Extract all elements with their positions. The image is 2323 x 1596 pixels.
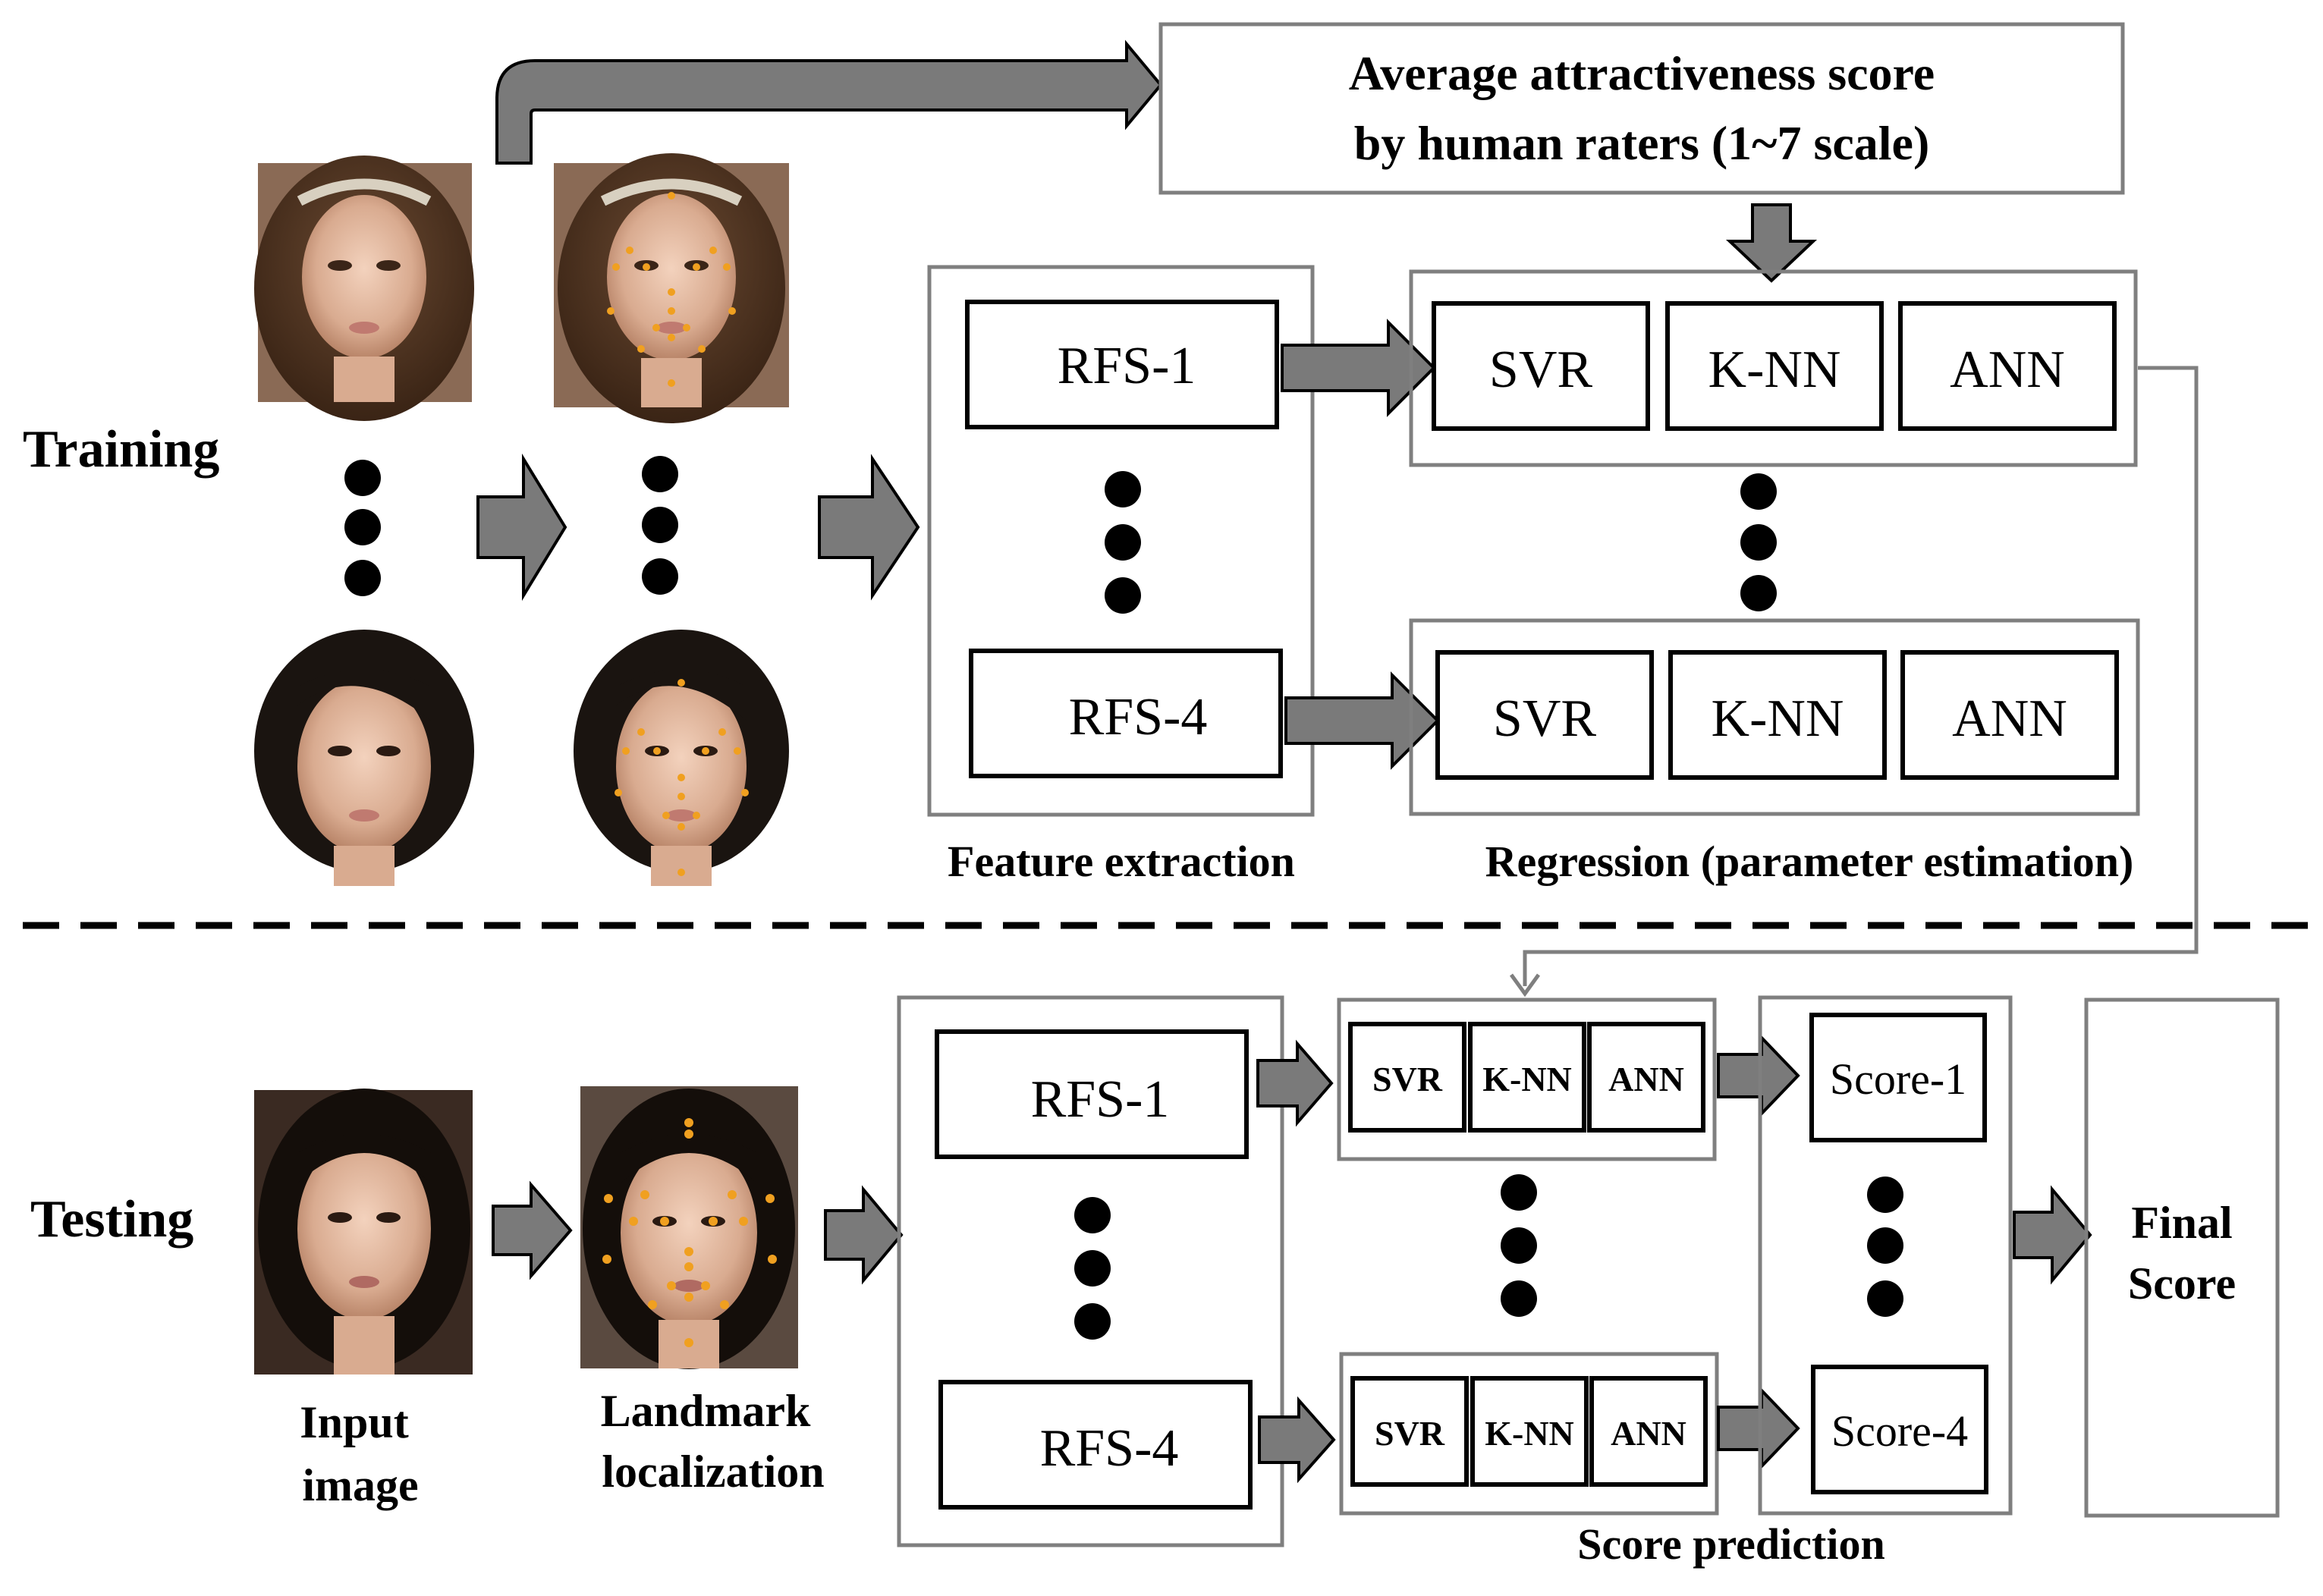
score-1-label: Score-1 (1830, 1054, 1966, 1104)
test-knn-1-box (1468, 1022, 1586, 1133)
test-rfs-1-label: RFS-1 (1031, 1070, 1170, 1129)
test-svr-4-label: SVR (1375, 1414, 1445, 1453)
regression-label: Regression (parameter estimation) (1485, 837, 2134, 886)
human-score-line2: by human raters (1~7 scale) (1354, 116, 1930, 170)
landmark-image (580, 1086, 798, 1369)
train-knn-4-box (1668, 650, 1887, 780)
test-rfs-4-label: RFS-4 (1040, 1419, 1179, 1478)
test-ann-1-box (1587, 1022, 1705, 1133)
arrow-input-to-landmark (492, 1180, 573, 1280)
train-knn-1-box (1665, 301, 1884, 431)
train-svr-1-box (1432, 301, 1650, 431)
train-to-test-arrowhead (1509, 973, 1541, 998)
train-knn-4-label: K-NN (1712, 690, 1844, 748)
train-ann-4-label: ANN (1952, 690, 2067, 748)
train-regression-group-4 (1409, 618, 2140, 816)
feature-extraction-label: Feature extraction (948, 837, 1295, 886)
arrow-train-rfs4-to-reg (1284, 671, 1440, 770)
human-score-box (1158, 22, 2125, 195)
score-column-box (1758, 995, 2013, 1516)
final-score-line1: Final (2131, 1198, 2232, 1248)
arrow-landmarks-to-features (818, 454, 920, 601)
train-rfs-4-box (969, 649, 1283, 778)
test-svr-1-label: SVR (1372, 1060, 1443, 1098)
training-label: Training (23, 420, 219, 479)
feature-extraction-box (927, 265, 1315, 817)
train-ann-1-box (1898, 301, 2117, 431)
test-svr-1-box (1348, 1022, 1466, 1133)
input-image (254, 1089, 473, 1375)
score-4-box (1811, 1365, 1988, 1494)
test-ann-4-label: ANN (1611, 1414, 1686, 1453)
training-face-1 (254, 156, 474, 421)
train-rfs-1-box (965, 300, 1279, 429)
testing-label: Testing (30, 1190, 193, 1249)
test-feature-box (897, 995, 1284, 1547)
human-score-line1: Average attractiveness score (1349, 46, 1935, 100)
train-ann-1-label: ANN (1950, 341, 2065, 399)
train-knn-1-label: K-NN (1708, 341, 1841, 399)
arrow-test-rfs4-to-pred (1258, 1396, 1336, 1484)
arrow-to-human-score (495, 39, 1163, 165)
landmark-label-line2: localization (602, 1447, 824, 1497)
train-regression-ellipsis (1740, 473, 1777, 611)
train-rfs-ellipsis (1105, 471, 1141, 614)
training-landmarks-ellipsis (642, 456, 678, 595)
test-svr-4-box (1350, 1376, 1469, 1487)
input-image-label-line1: Input (300, 1397, 408, 1447)
training-face-1-landmarked (554, 153, 789, 423)
arrow-landmark-to-features (824, 1185, 904, 1285)
arrow-faces-to-landmarks (476, 453, 567, 602)
test-rfs-ellipsis (1074, 1197, 1111, 1340)
test-ann-4-box (1589, 1376, 1708, 1487)
test-ann-1-label: ANN (1608, 1060, 1684, 1098)
training-face-2-landmarked (573, 630, 789, 886)
arrow-test-rfs1-to-pred (1256, 1039, 1334, 1127)
test-knn-4-box (1470, 1376, 1589, 1487)
final-score-line2: Score (2128, 1258, 2236, 1309)
train-svr-4-label: SVR (1493, 690, 1596, 748)
test-knn-1-label: K-NN (1482, 1060, 1572, 1098)
score-4-label: Score-4 (1831, 1406, 1968, 1456)
final-score-box (2084, 998, 2280, 1518)
test-rfs-4-box (938, 1380, 1253, 1510)
test-regression-group-1 (1337, 998, 1717, 1161)
input-image-label-line2: image (302, 1460, 418, 1510)
train-svr-4-box (1435, 650, 1654, 780)
score-1-box (1809, 1013, 1987, 1142)
score-ellipsis (1867, 1177, 1903, 1317)
arrow-scores-to-final (2013, 1185, 2092, 1285)
score-prediction-label: Score prediction (1577, 1519, 1884, 1569)
training-face-2 (254, 630, 474, 886)
test-regression-ellipsis (1501, 1174, 1537, 1317)
landmark-label-line1: Landmark (601, 1386, 811, 1436)
train-to-test-connector (1523, 366, 2199, 986)
training-faces-ellipsis (344, 460, 381, 596)
test-rfs-1-box (935, 1029, 1249, 1159)
train-rfs-1-label: RFS-1 (1058, 337, 1196, 395)
train-regression-group-1 (1409, 269, 2138, 467)
train-rfs-4-label: RFS-4 (1069, 688, 1208, 746)
train-svr-1-label: SVR (1489, 341, 1592, 399)
test-knn-4-label: K-NN (1485, 1414, 1574, 1453)
arrow-human-score-down (1725, 203, 1818, 283)
train-ann-4-box (1900, 650, 2119, 780)
